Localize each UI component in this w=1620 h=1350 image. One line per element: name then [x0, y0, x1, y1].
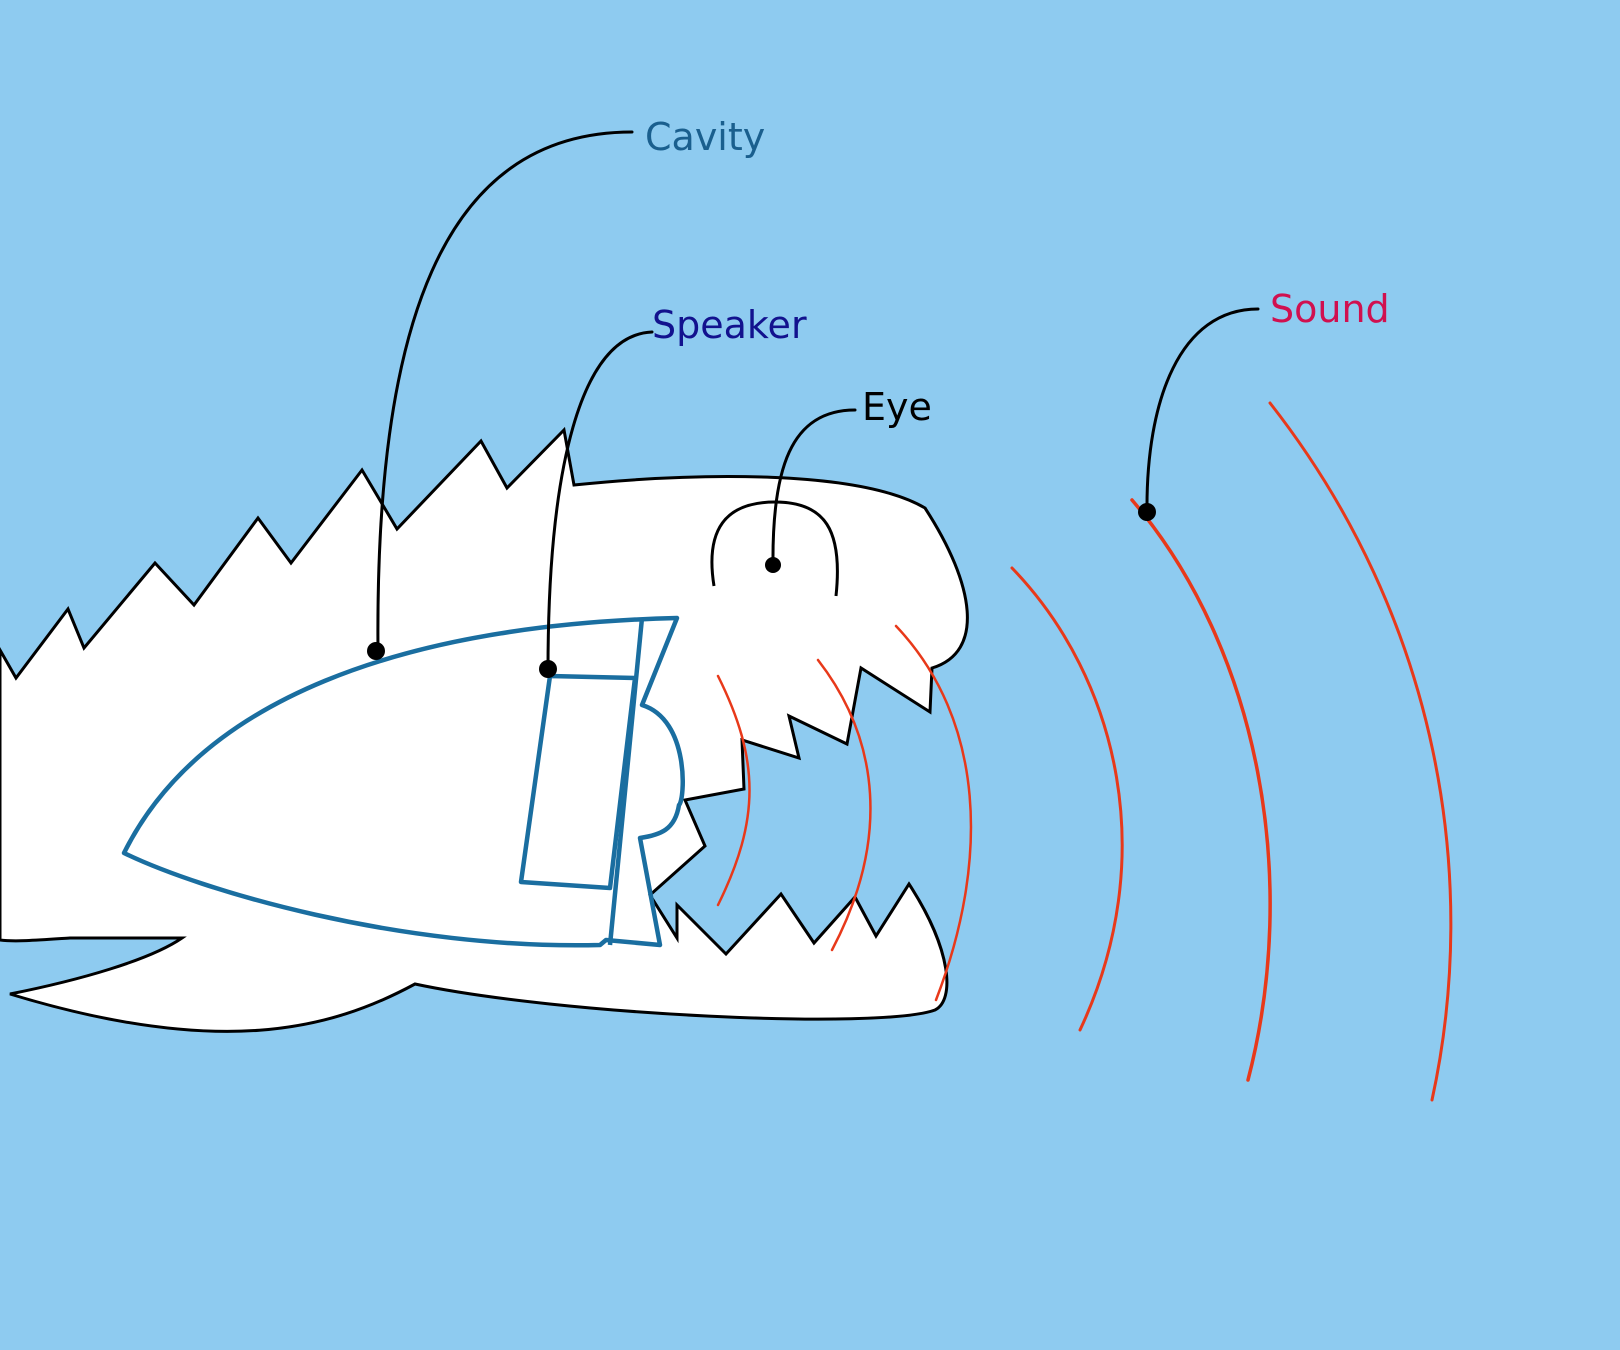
speaker-leader-dot	[539, 660, 557, 678]
speaker-rim	[607, 617, 645, 946]
speaker-cone	[518, 673, 638, 891]
sound-wave-outer-3	[1268, 401, 1453, 1102]
sound-leader-line	[1145, 307, 1260, 514]
eye-leader-line	[771, 408, 857, 568]
sound-wave-inner-1	[716, 674, 751, 907]
speaker-label: Speaker	[652, 303, 807, 347]
sound-wave-inner-3	[894, 624, 973, 1002]
cavity-leader-line	[376, 130, 634, 654]
sound-leader-dot	[1138, 503, 1156, 521]
sound-wave-outer-2	[1130, 498, 1272, 1082]
speaker-leader-line	[546, 330, 654, 672]
eye-label: Eye	[862, 385, 932, 429]
sound-wave-inner-2	[816, 658, 872, 952]
sound-label: Sound	[1270, 287, 1390, 331]
cavity-leader-dot	[367, 642, 385, 660]
sound-wave-outer-1	[1010, 566, 1124, 1032]
eye-leader-dot	[765, 557, 781, 573]
cavity-outline	[121, 615, 685, 948]
cavity-label: Cavity	[645, 115, 765, 159]
dino-head-outline	[0, 426, 969, 1033]
